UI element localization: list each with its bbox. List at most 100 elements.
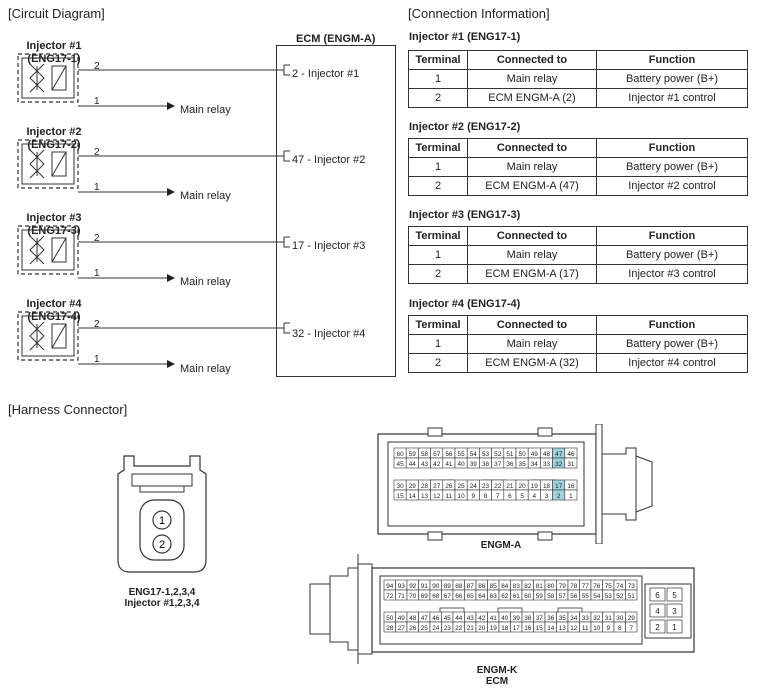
engm-k-pin-88-label: 88 [455, 583, 463, 590]
engm-k-pin-56-label: 56 [570, 593, 578, 600]
engm-a-pin-38-label: 38 [482, 461, 490, 468]
engm-a-pin-29-label: 29 [409, 483, 417, 490]
col-function: Function [596, 315, 748, 335]
table-row: 1 Main relay Battery power (B+) [408, 69, 748, 89]
engm-k-pin-85-label: 85 [490, 583, 498, 590]
engm-k-pin-60-label: 60 [524, 593, 532, 600]
engm-a-pin-23-label: 23 [482, 483, 490, 490]
engm-k-side-pin-4 [649, 603, 666, 618]
col-connected-to: Connected to [467, 50, 597, 70]
injector-1-pin1-num: 1 [94, 96, 100, 107]
cell-connected-to: Main relay [467, 334, 597, 354]
engm-k-pin-90-label: 90 [432, 583, 440, 590]
injector-2-pin2-num: 2 [94, 147, 100, 158]
engm-a-pin-11-label: 11 [446, 493, 453, 500]
cell-connected-to: Main relay [467, 157, 597, 177]
cell-terminal: 1 [408, 245, 468, 265]
engm-a-pin-49-label: 49 [531, 451, 539, 458]
engm-a-pin-1-label: 1 [569, 493, 573, 500]
engm-k-pin-10-label: 10 [593, 625, 601, 632]
engm-k-pin-7-label: 7 [629, 625, 633, 632]
engm-k-pin-22-label: 22 [455, 625, 463, 632]
engm-a-pin-32-label: 32 [555, 461, 563, 468]
cell-function: Battery power (B+) [596, 157, 748, 177]
table-header-row: Terminal Connected to Function [408, 138, 748, 158]
cell-connected-to: ECM ENGM-A (32) [467, 353, 597, 373]
ecm-pin-17-label: 17 - Injector #3 [292, 240, 366, 252]
engm-k-side-pin-6-label: 6 [655, 591, 660, 600]
engm-k-pin-17-label: 17 [513, 625, 521, 632]
table-row: 1 Main relay Battery power (B+) [408, 157, 748, 177]
engm-k-pin-49-label: 49 [398, 615, 406, 622]
table-injector-1: Terminal Connected to Function 1 Main re… [408, 50, 748, 108]
engm-k-pin-20-label: 20 [478, 625, 486, 632]
engm-a-pin-31-label: 31 [567, 461, 575, 468]
col-terminal: Terminal [408, 226, 468, 246]
engm-a-pin-15-label: 15 [397, 493, 405, 500]
engm-k-pin-33-label: 33 [582, 615, 590, 622]
engm-k-pin-25-label: 25 [421, 625, 429, 632]
engm-a-pin-12-label: 12 [433, 493, 441, 500]
engm-a-pin-44-label: 44 [409, 461, 417, 468]
table-row: 2 ECM ENGM-A (47) Injector #2 control [408, 176, 748, 196]
engm-k-pin-35-label: 35 [559, 615, 567, 622]
cell-terminal: 1 [408, 334, 468, 354]
cell-function: Battery power (B+) [596, 245, 748, 265]
engm-a-pin-17-label: 17 [555, 483, 563, 490]
engm-k-pin-86-label: 86 [478, 583, 486, 590]
ecm-title: ECM (ENGM-A) [296, 33, 376, 45]
table-injector-4: Terminal Connected to Function 1 Main re… [408, 315, 748, 373]
engm-k-pin-38-label: 38 [524, 615, 532, 622]
engm-a-label: ENGM-A [480, 540, 522, 551]
cell-connected-to: ECM ENGM-A (2) [467, 88, 597, 108]
engm-a-pin-47-label: 47 [555, 451, 563, 458]
engm-k-pin-75-label: 75 [605, 583, 613, 590]
engm-a-pin-6-label: 6 [508, 493, 512, 500]
engm-k-pin-47-label: 47 [421, 615, 429, 622]
engm-k-pin-12-label: 12 [570, 625, 578, 632]
engm-a-pin-36-label: 36 [506, 461, 514, 468]
engm-a-pin-27-label: 27 [433, 483, 441, 490]
engm-k-pin-42-label: 42 [478, 615, 486, 622]
engm-k-pin-45-label: 45 [444, 615, 452, 622]
engm-a-pin-54-label: 54 [470, 451, 478, 458]
main-relay-label-1: Main relay [180, 104, 231, 116]
table-row: 2 ECM ENGM-A (17) Injector #3 control [408, 264, 748, 284]
engm-a-pin-16-label: 16 [567, 483, 575, 490]
injector-4-pin1-num: 1 [94, 354, 100, 365]
engm-k-side-pin-2-label: 2 [655, 623, 660, 632]
engm-k-pin-37-label: 37 [536, 615, 544, 622]
engm-k-pin-48-label: 48 [409, 615, 417, 622]
engm-k-pin-28-label: 28 [386, 625, 394, 632]
col-terminal: Terminal [408, 50, 468, 70]
engm-a-pin-59-label: 59 [409, 451, 417, 458]
engm-a-pin-52-label: 52 [494, 451, 502, 458]
engm-a-pin-56-label: 56 [445, 451, 453, 458]
engm-a-pin-41-label: 41 [445, 461, 453, 468]
engm-k-pin-40-label: 40 [501, 615, 509, 622]
ecm-pin-2-label: 2 - Injector #1 [292, 68, 360, 80]
engm-a-pin-57-label: 57 [433, 451, 441, 458]
injector-4-symbol [17, 311, 290, 368]
cell-terminal: 2 [408, 88, 468, 108]
engm-a-pin-24-label: 24 [470, 483, 478, 490]
engm-k-pin-15-label: 15 [536, 625, 544, 632]
engm-k-pin-16-label: 16 [524, 625, 532, 632]
injector-3-label: Injector #3(ENG17-3) [26, 212, 82, 237]
engm-a-pin-48-label: 48 [543, 451, 551, 458]
engm-k-pin-46-label: 46 [432, 615, 440, 622]
table-row: 1 Main relay Battery power (B+) [408, 245, 748, 265]
cell-terminal: 2 [408, 353, 468, 373]
engm-k-pin-29-label: 29 [628, 615, 636, 622]
engm-k-pin-58-label: 58 [547, 593, 555, 600]
engm-k-pin-80-label: 80 [547, 583, 555, 590]
engm-k-pin-92-label: 92 [409, 583, 417, 590]
main-relay-label-3: Main relay [180, 276, 231, 288]
injector-2-label: Injector #2(ENG17-2) [26, 126, 82, 151]
engm-k-pin-57-label: 57 [559, 593, 567, 600]
col-connected-to: Connected to [467, 315, 597, 335]
engm-k-side-pin-5-label: 5 [672, 591, 677, 600]
injector-3-pin1-num: 1 [94, 268, 100, 279]
engm-a-pin-30-label: 30 [397, 483, 405, 490]
